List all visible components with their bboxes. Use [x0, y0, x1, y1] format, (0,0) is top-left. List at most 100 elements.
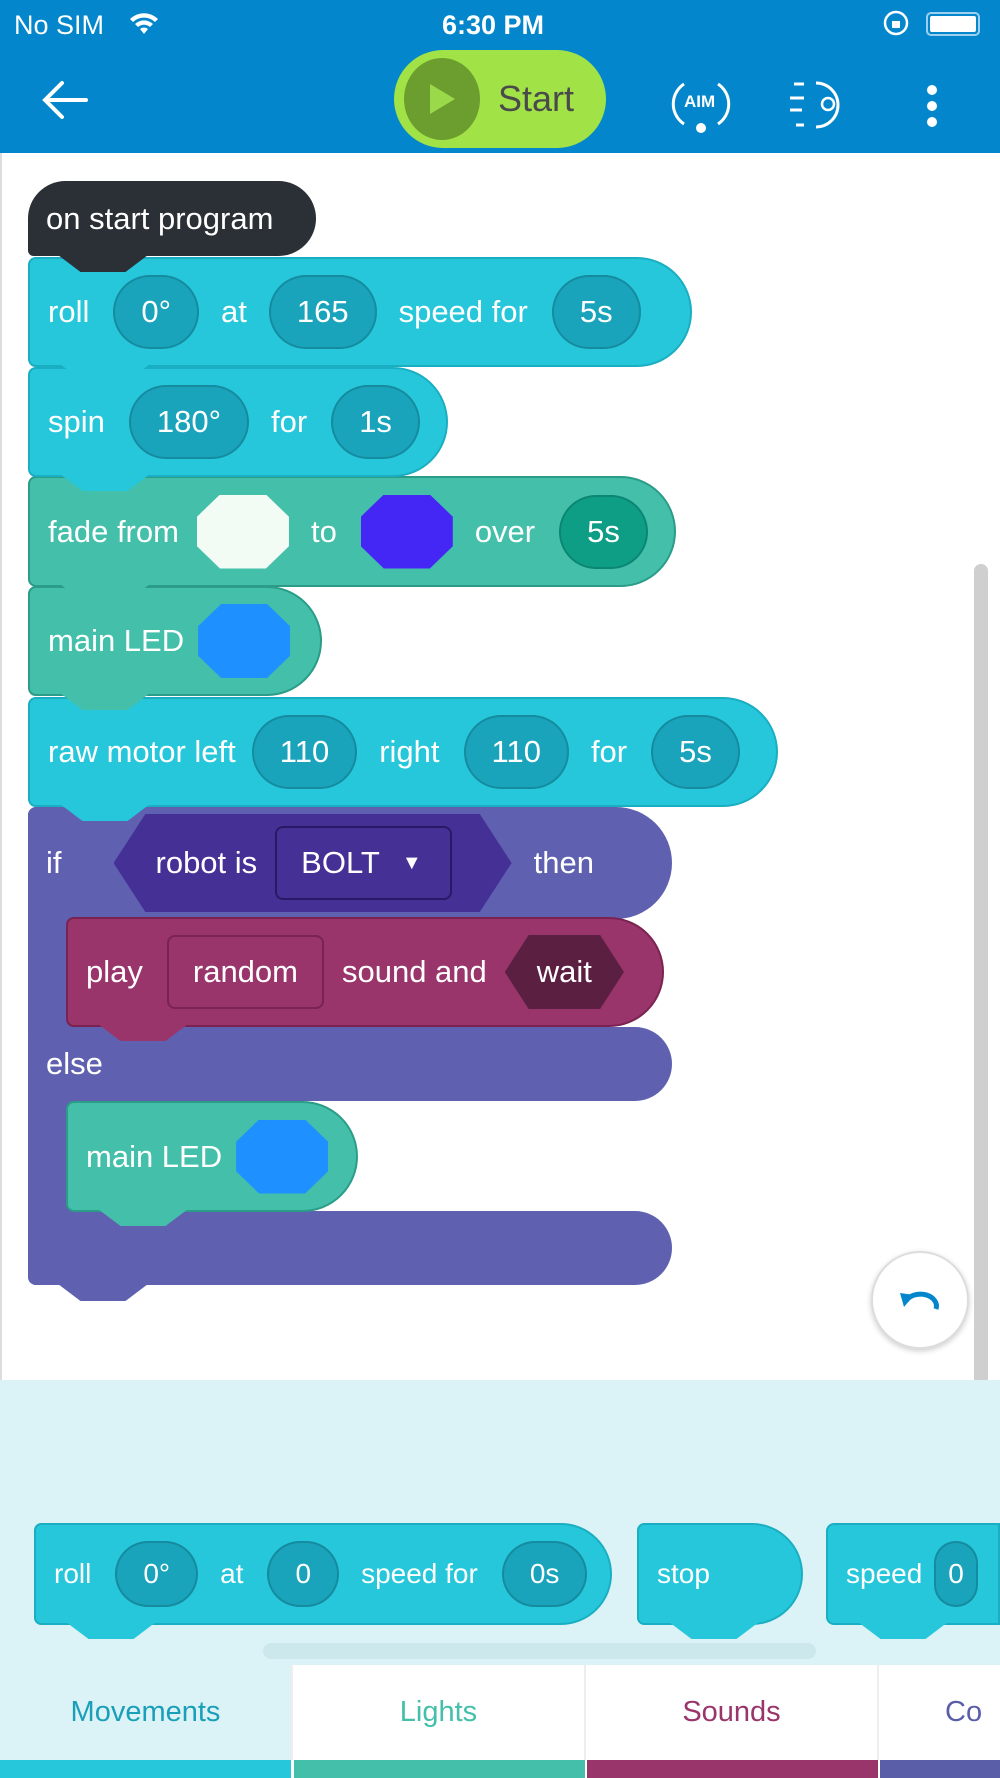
- block-notch: [60, 804, 150, 821]
- block-notch: [60, 364, 150, 381]
- speed-input[interactable]: 0: [267, 1541, 340, 1607]
- block-label: fade from: [48, 513, 179, 549]
- battery-icon: [926, 12, 980, 36]
- duration-input[interactable]: 5s: [651, 715, 740, 789]
- block-label: main LED: [86, 1138, 223, 1174]
- drive-button[interactable]: [788, 80, 844, 135]
- block-notch: [60, 474, 150, 491]
- tab-color-bar: [0, 1760, 291, 1778]
- duration-input[interactable]: 5s: [559, 494, 648, 569]
- block-label: at: [220, 1558, 244, 1589]
- vertical-scrollbar[interactable]: [974, 564, 988, 1412]
- block-label: raw motor left: [48, 734, 236, 769]
- block-label: roll: [48, 294, 90, 329]
- block-notch: [60, 693, 150, 710]
- more-menu-button[interactable]: [920, 84, 944, 133]
- duration-input[interactable]: 5s: [551, 275, 641, 349]
- palette-speed-block[interactable]: speed 0: [826, 1523, 1000, 1639]
- wait-toggle[interactable]: wait: [504, 935, 624, 1009]
- tab-controls[interactable]: Co: [879, 1665, 1000, 1760]
- carrier-label: No SIM: [14, 10, 105, 40]
- robot-dropdown[interactable]: BOLT ▼: [275, 826, 452, 900]
- block-notch: [98, 1209, 188, 1226]
- drive-icon: [790, 81, 840, 129]
- play-sound-block[interactable]: play random sound and wait: [66, 917, 664, 1041]
- aim-button[interactable]: AIM: [670, 78, 732, 134]
- on-start-hat-block[interactable]: on start program: [28, 181, 316, 272]
- left-motor-input[interactable]: 110: [251, 715, 358, 789]
- block-label: speed for: [361, 1558, 478, 1589]
- block-label: for: [590, 734, 628, 769]
- block-label: sound and: [341, 954, 487, 989]
- robot-value: BOLT: [301, 845, 380, 880]
- rotation-lock-icon: [883, 10, 909, 43]
- tab-color-bar: [294, 1760, 585, 1778]
- block-notch: [669, 1622, 759, 1639]
- if-label: if: [46, 845, 62, 880]
- led-color-swatch[interactable]: [236, 1119, 329, 1194]
- block-notch: [66, 1622, 156, 1639]
- tab-sounds[interactable]: Sounds: [586, 1665, 879, 1760]
- block-label: roll: [54, 1558, 92, 1589]
- then-label: then: [533, 845, 594, 880]
- undo-button[interactable]: [871, 1251, 969, 1349]
- block-label: main LED: [48, 623, 185, 658]
- palette-stop-block[interactable]: stop: [637, 1523, 803, 1639]
- play-icon: [404, 58, 480, 140]
- block-palette[interactable]: roll 0° at 0 speed for 0s stop speed 0: [0, 1380, 1000, 1665]
- fade-block[interactable]: fade from to over 5s: [28, 476, 676, 601]
- else-main-led-block[interactable]: main LED: [66, 1101, 358, 1226]
- main-led-block[interactable]: main LED: [28, 586, 322, 710]
- heading-input[interactable]: 0°: [115, 1541, 199, 1607]
- start-button[interactable]: Start: [394, 50, 606, 148]
- more-vertical-icon: [927, 85, 937, 127]
- block-label: speed for: [398, 294, 528, 329]
- block-label: over: [474, 513, 536, 549]
- palette-roll-block[interactable]: roll 0° at 0 speed for 0s: [34, 1523, 612, 1639]
- right-motor-input[interactable]: 110: [463, 715, 569, 789]
- from-color-swatch[interactable]: [196, 494, 289, 569]
- block-notch: [60, 584, 150, 601]
- wifi-icon: [128, 10, 160, 43]
- tab-movements[interactable]: Movements: [0, 1665, 293, 1760]
- arrow-left-icon: [42, 81, 88, 119]
- robot-is-condition[interactable]: robot is BOLT ▼: [113, 814, 512, 912]
- heading-input[interactable]: 0°: [113, 275, 199, 349]
- aim-icon: [671, 82, 731, 133]
- roll-block[interactable]: roll 0° at 165 speed for 5s: [28, 257, 692, 381]
- angle-input[interactable]: 180°: [128, 385, 249, 459]
- dropdown-arrow-icon: ▼: [401, 851, 422, 874]
- led-color-swatch[interactable]: [198, 604, 291, 678]
- block-label: play: [86, 954, 143, 989]
- spin-block[interactable]: spin 180° for 1s: [28, 367, 448, 491]
- block-label: for: [271, 404, 308, 439]
- block-label: right: [379, 734, 440, 769]
- raw-motor-block[interactable]: raw motor left 110 right 110 for 5s: [28, 697, 778, 821]
- duration-input[interactable]: 1s: [331, 385, 420, 459]
- clock: 6:30 PM: [442, 10, 545, 40]
- hat-label: on start program: [46, 200, 274, 236]
- undo-icon: [900, 1291, 939, 1310]
- tab-lights[interactable]: Lights: [293, 1665, 586, 1760]
- block-notch: [858, 1622, 948, 1639]
- block-notch: [58, 1284, 148, 1301]
- if-header[interactable]: if robot is BOLT ▼ then: [28, 807, 672, 919]
- block-label: speed: [846, 1558, 923, 1589]
- speed-input[interactable]: 0: [934, 1541, 978, 1607]
- back-button[interactable]: [40, 78, 90, 127]
- duration-input[interactable]: 0s: [501, 1541, 588, 1607]
- block-notch: [98, 1024, 188, 1041]
- sound-dropdown[interactable]: random: [166, 935, 324, 1009]
- speed-input[interactable]: 165: [268, 275, 377, 349]
- block-notch: [58, 255, 148, 272]
- block-label: at: [220, 294, 247, 329]
- block-label: stop: [657, 1558, 710, 1589]
- condition-label: robot is: [155, 845, 258, 880]
- aim-label: AIM: [684, 92, 716, 111]
- block-label: to: [310, 513, 337, 549]
- to-color-swatch[interactable]: [360, 494, 453, 569]
- horizontal-scrollbar[interactable]: [263, 1643, 816, 1659]
- tab-color-bar: [587, 1760, 878, 1778]
- tab-color-bar: [880, 1760, 1000, 1778]
- start-label: Start: [498, 78, 575, 119]
